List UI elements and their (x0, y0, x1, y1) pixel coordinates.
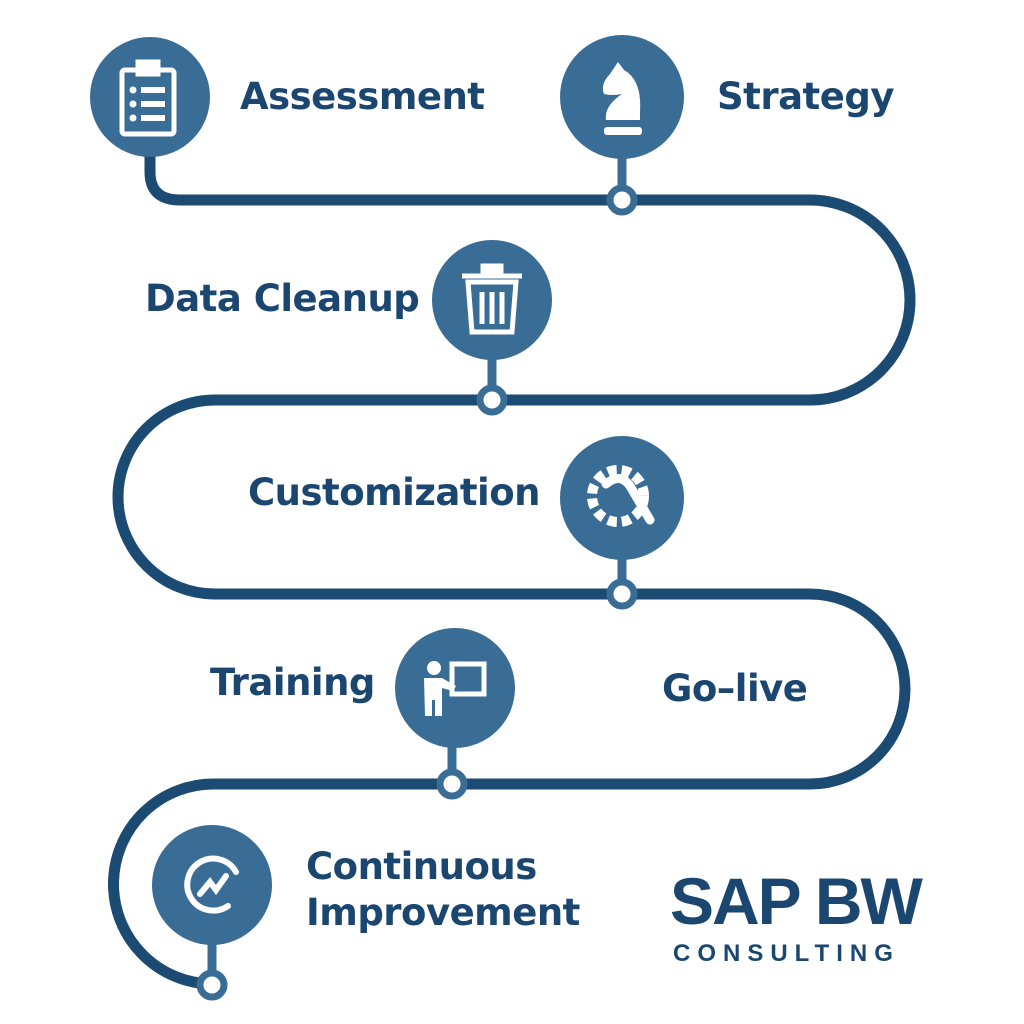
step-label-go-live: Go–live (662, 667, 808, 710)
step-label-assessment: Assessment (240, 75, 485, 118)
logo-subtitle: CONSULTING (673, 940, 900, 967)
logo-title: SAP BW (670, 864, 923, 938)
step-label-data-cleanup: Data Cleanup (145, 277, 420, 320)
chess-knight-icon (602, 62, 642, 135)
milestone-node (606, 184, 638, 216)
milestone-node (476, 384, 508, 416)
milestone-node (436, 768, 468, 800)
trash-icon (462, 263, 522, 335)
step-label-continuous: Continuous (306, 845, 537, 888)
clipboard-icon (119, 59, 177, 137)
step-label-improvement: Improvement (306, 891, 580, 934)
milestone-node (606, 578, 638, 610)
step-label-customization: Customization (248, 471, 541, 514)
milestone-node (196, 969, 228, 1001)
step-label-strategy: Strategy (717, 75, 894, 118)
refresh-chart-icon (184, 855, 239, 914)
step-label-training: Training (210, 661, 375, 704)
winding-road (108, 144, 916, 990)
presenter-icon (424, 661, 487, 716)
gear-wrench-icon (587, 465, 655, 527)
